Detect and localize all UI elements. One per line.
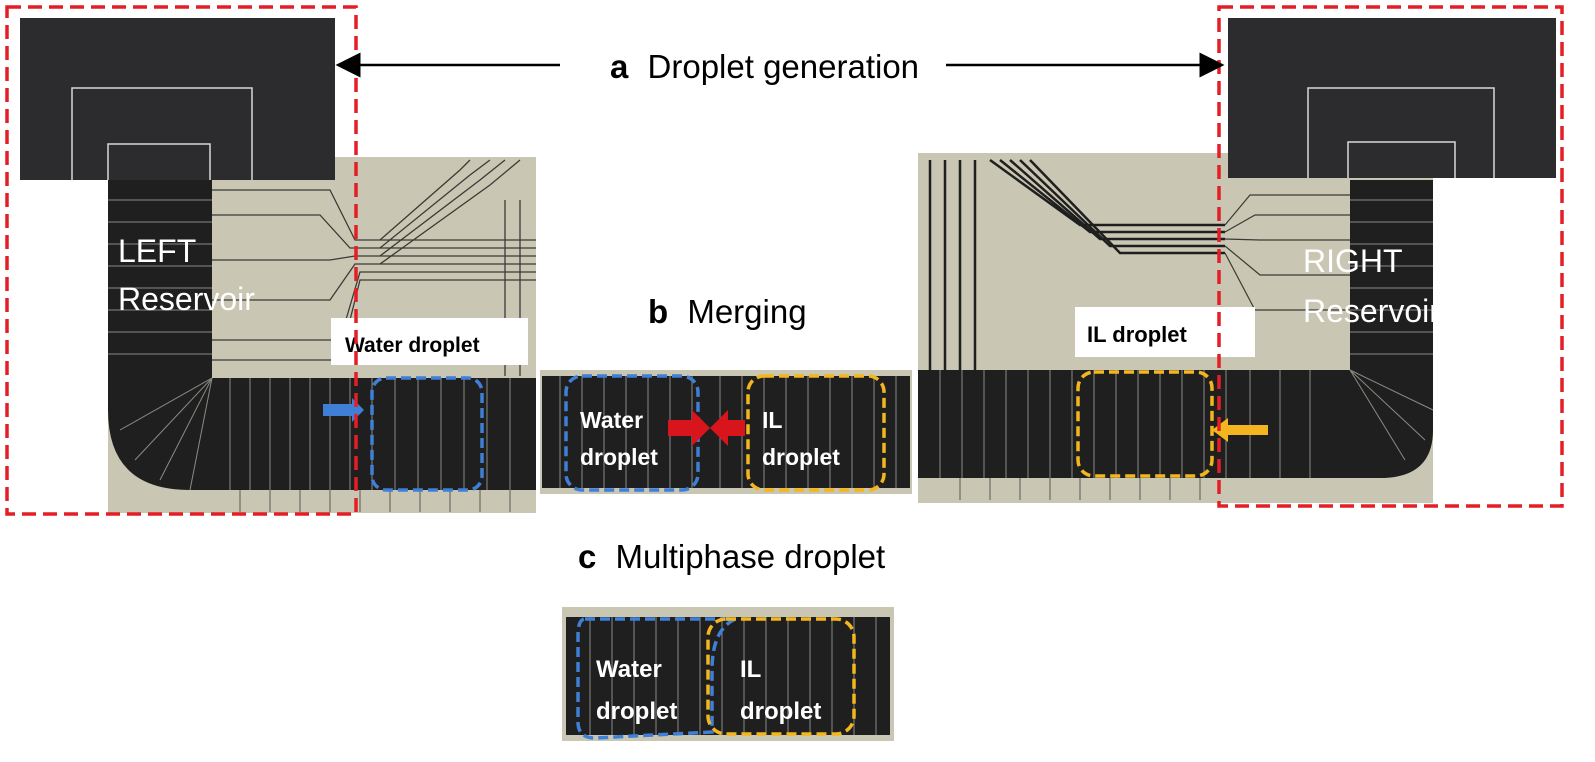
water-droplet-label: Water droplet [345,334,480,357]
red-arrow-left-icon [710,410,745,446]
il-droplet-label: IL droplet [1087,322,1187,347]
panel-b-letter: b [648,293,668,330]
left-reservoir-highlight [5,5,358,516]
red-arrow-right-icon [668,410,710,446]
merge-water-line2: droplet [580,444,658,470]
panel-c-caption: c Multiphase droplet [578,538,885,575]
multiphase-il-line1: IL [740,656,761,683]
panel-b-caption: b Merging [648,293,807,330]
multiphase-water-outline [576,617,736,740]
multiphase-strip [562,607,894,741]
panel-b-title: Merging [687,293,806,330]
right-reservoir-line2: Reservoir [1303,293,1440,329]
left-reservoir-line2: Reservoir [118,281,255,317]
left-inset-schematic [20,18,335,180]
panel-c-title: Multiphase droplet [616,538,886,575]
panel-a-title: Droplet generation [648,48,920,85]
merge-il-line2: droplet [762,444,840,470]
merge-il-line1: IL [762,407,782,433]
yellow-arrow-icon [1212,418,1268,442]
multiphase-il-outline [706,617,856,736]
multiphase-water-line2: droplet [596,698,677,725]
panel-a-letter: a [610,48,629,85]
blue-arrow-icon [323,398,364,422]
left-reservoir-line1: LEFT [118,233,196,269]
panel-a-caption: a Droplet generation [610,48,919,85]
multiphase-il-line2: droplet [740,698,821,725]
multiphase-water-line1: Water [596,656,662,683]
merge-water-line1: Water [580,407,643,433]
il-droplet-label-box [1075,307,1255,357]
water-droplet-label-box [331,318,528,365]
right-inset-schematic [1228,18,1556,178]
right-reservoir-line1: RIGHT [1303,243,1403,279]
panel-c-letter: c [578,538,596,575]
merge-il-outline [746,374,886,492]
right-reservoir-highlight [1217,5,1564,508]
right-il-droplet-outline [1076,370,1214,478]
